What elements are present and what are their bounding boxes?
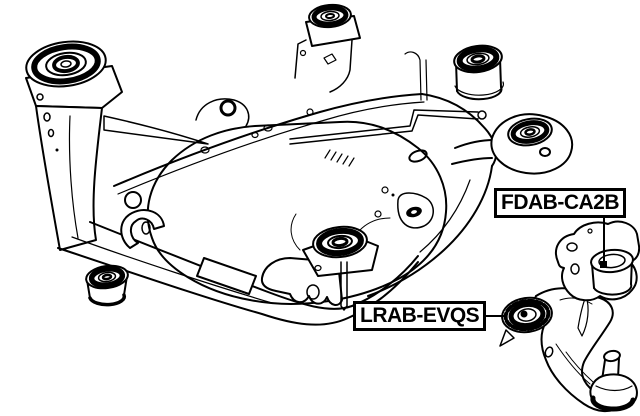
floating-bushing [453,44,504,101]
control-arm-bracket [555,220,640,302]
subframe-bushing-front-left [25,40,107,88]
subframe-bushing-top-center [308,3,352,29]
part-label-lrab-evqs[interactable]: LRAB-EVQS [353,301,487,331]
part-label-fdab-ca2b[interactable]: FDAB-CA2B [494,188,626,218]
ball-joint [589,349,638,412]
subframe-bushing-rear-center [312,225,368,259]
fdab-leader-line [600,215,607,268]
lrab-leader-line [485,310,528,318]
subframe-bushing-right-mount [507,117,553,147]
subframe-bushing-rear-left [85,264,129,307]
